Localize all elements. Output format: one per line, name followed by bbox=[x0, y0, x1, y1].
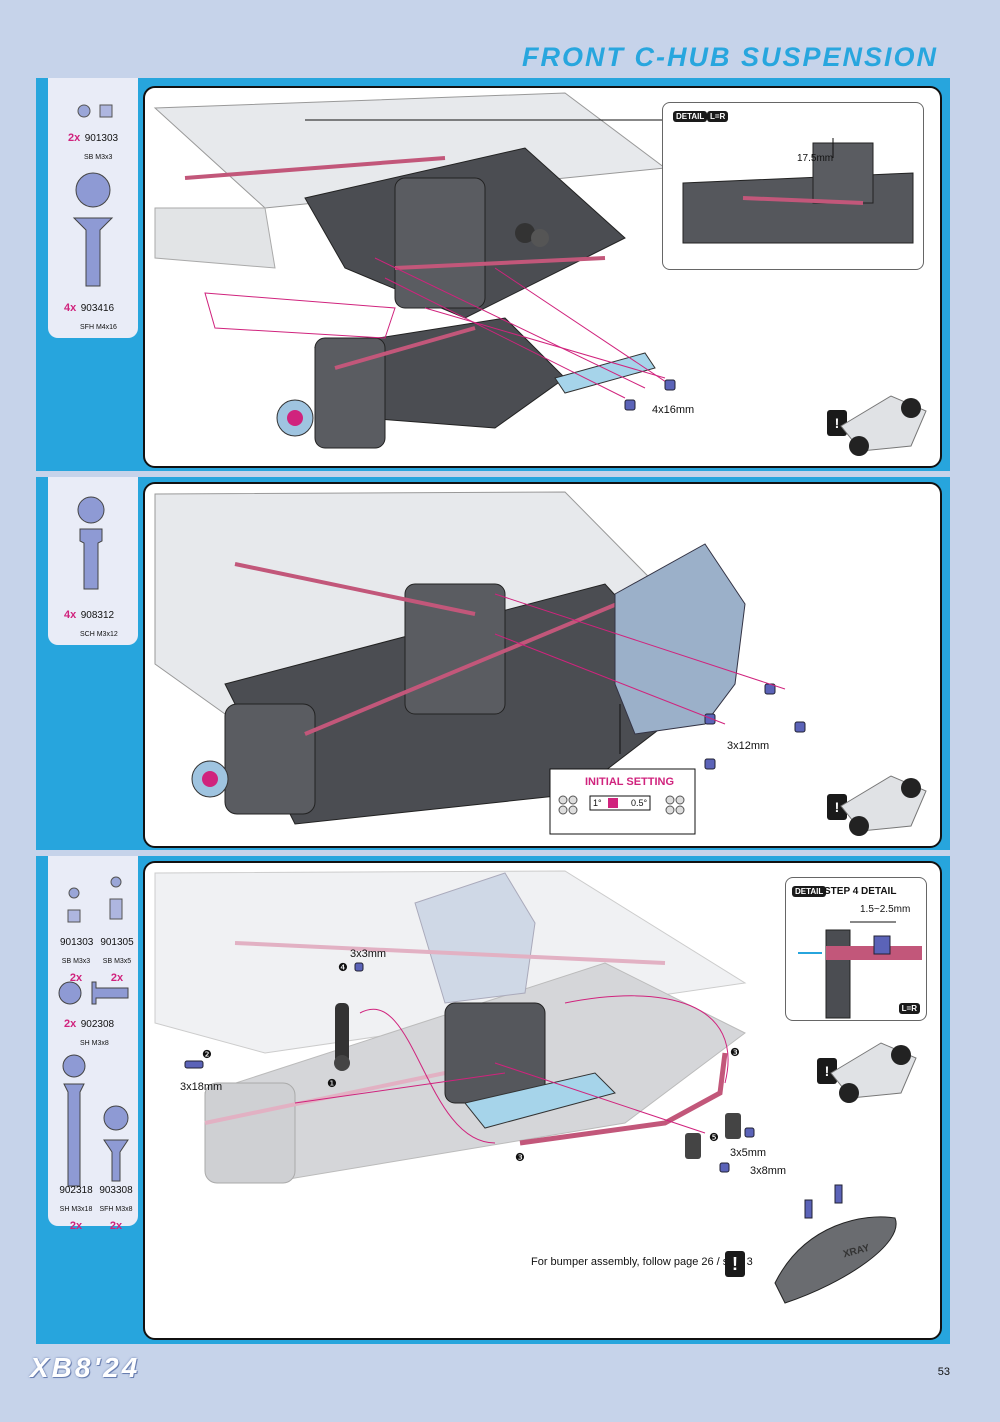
step-2-illustration bbox=[154, 491, 806, 835]
setting-left-label: 1° bbox=[593, 798, 602, 808]
part-908312: 4x 908312 SCH M3x12 bbox=[64, 605, 118, 641]
step-3-detail-art bbox=[798, 921, 922, 1019]
step-1-parts-column: 2x 901303 SB M3x3 4x 903416 SFH M4x16 bbox=[48, 78, 138, 338]
section-title: FRONT C-HUB SUSPENSION bbox=[521, 42, 938, 72]
car-thumbnail-image bbox=[840, 395, 927, 456]
part-901303: 901303 SB M3x3 2x bbox=[60, 932, 94, 986]
part-code: 901305 bbox=[100, 937, 134, 948]
part-code: 903416 bbox=[80, 303, 115, 314]
step-number-1: ❶ bbox=[327, 1078, 337, 1090]
countersunk-screw-side-icon bbox=[72, 217, 114, 287]
part-code: 902318 bbox=[59, 1185, 93, 1196]
part-902308: 2x 902308 SH M3x8 bbox=[64, 1014, 114, 1050]
part-desc: SH M3x8 bbox=[80, 1040, 109, 1047]
step-number-3b: ❸ bbox=[515, 1152, 525, 1164]
step-2-screw-label: 3x12mm bbox=[727, 740, 770, 752]
part-desc: SB M3x5 bbox=[102, 958, 132, 965]
detail-badge-icon: DETAIL bbox=[792, 886, 827, 897]
step-3-parts-art bbox=[58, 876, 129, 1187]
detail-title: STEP 4 DETAIL bbox=[824, 886, 897, 897]
socket-head-screw-top-icon bbox=[77, 496, 105, 524]
step-2-panel: 3x12mm INITIAL SETTING 1° 0.5° ! bbox=[143, 482, 942, 848]
warning-icon: ! bbox=[827, 794, 847, 820]
part-desc: SH M3x18 bbox=[59, 1206, 93, 1213]
step-3-illustration bbox=[154, 870, 897, 1304]
part-desc: SCH M3x12 bbox=[80, 631, 118, 638]
warning-icon: ! bbox=[817, 1058, 837, 1084]
part-qty: 2x bbox=[69, 1220, 83, 1232]
part-903416: 4x 903416 SFH M4x16 bbox=[64, 298, 117, 334]
part-903308: 903308 SFH M3x8 2x bbox=[98, 1180, 134, 1234]
socket-head-screw-side-icon bbox=[79, 528, 103, 590]
set-screw-top-icon bbox=[77, 104, 91, 118]
set-screw-side-icon bbox=[99, 104, 113, 118]
step-1-panel: 4x16mm DETAIL L=R 17.5mm ! bbox=[143, 86, 942, 468]
step-1-illustration bbox=[153, 92, 676, 449]
step-3-panel: 3x3mm 3x18mm 3x5mm 3x8mm ❶ ❷ ❸ ❸ ❹ ❺ For… bbox=[143, 861, 942, 1340]
car-thumbnail-image bbox=[830, 1042, 917, 1103]
step-3-parts-column: 901303 SB M3x3 2x 901305 SB M3x5 2x 2x 9… bbox=[48, 856, 138, 1232]
page-number: 53 bbox=[937, 1366, 950, 1378]
part-qty: 2x bbox=[69, 972, 83, 984]
part-qty: 2x bbox=[110, 972, 124, 984]
part-code: 903308 bbox=[99, 1185, 133, 1196]
part-code: 901303 bbox=[84, 133, 119, 144]
warning-icon: ! bbox=[827, 410, 847, 436]
screw-3x8-label: 3x8mm bbox=[750, 1165, 787, 1177]
step-1-detail-art bbox=[682, 138, 914, 244]
step-3-detail-box: DETAIL STEP 4 DETAIL 1.5~2.5mm L=R bbox=[785, 877, 927, 1021]
step-1-detail-box: DETAIL L=R 17.5mm bbox=[662, 102, 924, 270]
part-qty: 4x bbox=[64, 302, 77, 314]
screw-3x5-label: 3x5mm bbox=[730, 1147, 767, 1159]
step-2-parts-art bbox=[77, 496, 105, 590]
detail-dimension-label: 1.5~2.5mm bbox=[860, 904, 911, 915]
part-desc: SFH M3x8 bbox=[99, 1206, 133, 1213]
car-thumbnail-image bbox=[840, 775, 927, 836]
part-desc: SFH M4x16 bbox=[80, 324, 117, 331]
part-901303: 2x 901303 SB M3x3 bbox=[68, 128, 118, 164]
part-qty: 2x bbox=[109, 1220, 123, 1232]
step-number-3a: ❸ bbox=[730, 1047, 740, 1059]
part-901305: 901305 SB M3x5 2x bbox=[100, 932, 134, 986]
part-qty: 4x bbox=[64, 609, 77, 621]
screw-3x18-label: 3x18mm bbox=[180, 1081, 223, 1093]
symmetric-badge-icon: L=R bbox=[898, 1003, 920, 1014]
part-902318: 902318 SH M3x18 2x bbox=[58, 1180, 94, 1234]
part-code: 908312 bbox=[80, 610, 115, 621]
part-desc: SB M3x3 bbox=[84, 154, 113, 161]
bumper-note: For bumper assembly, follow page 26 / st… bbox=[531, 1256, 753, 1268]
part-qty: 2x bbox=[68, 132, 81, 144]
step-1-screw-label: 4x16mm bbox=[652, 404, 695, 416]
step-1-parts-art bbox=[72, 104, 114, 287]
part-code: 901303 bbox=[60, 937, 94, 948]
warning-icon: ! bbox=[725, 1251, 745, 1277]
detail-badge-icon: DETAIL bbox=[673, 111, 708, 122]
step-1-dimension-label: 17.5mm bbox=[797, 153, 834, 164]
part-code: 902308 bbox=[80, 1019, 115, 1030]
screw-3x3-label: 3x3mm bbox=[350, 948, 387, 960]
part-desc: SB M3x3 bbox=[61, 958, 91, 965]
setting-right-label: 0.5° bbox=[631, 798, 648, 808]
step-number-4: ❹ bbox=[338, 962, 348, 974]
initial-setting-label: INITIAL SETTING bbox=[585, 776, 675, 788]
step-2-parts-column: 4x 908312 SCH M3x12 bbox=[48, 477, 138, 645]
product-logo: XB8'24 bbox=[30, 1352, 141, 1383]
step-number-5: ❺ bbox=[709, 1132, 719, 1144]
step-number-2: ❷ bbox=[202, 1049, 212, 1061]
symmetric-badge-icon: L=R bbox=[707, 111, 729, 122]
part-qty: 2x bbox=[64, 1018, 77, 1030]
countersunk-screw-top-icon bbox=[75, 172, 111, 208]
